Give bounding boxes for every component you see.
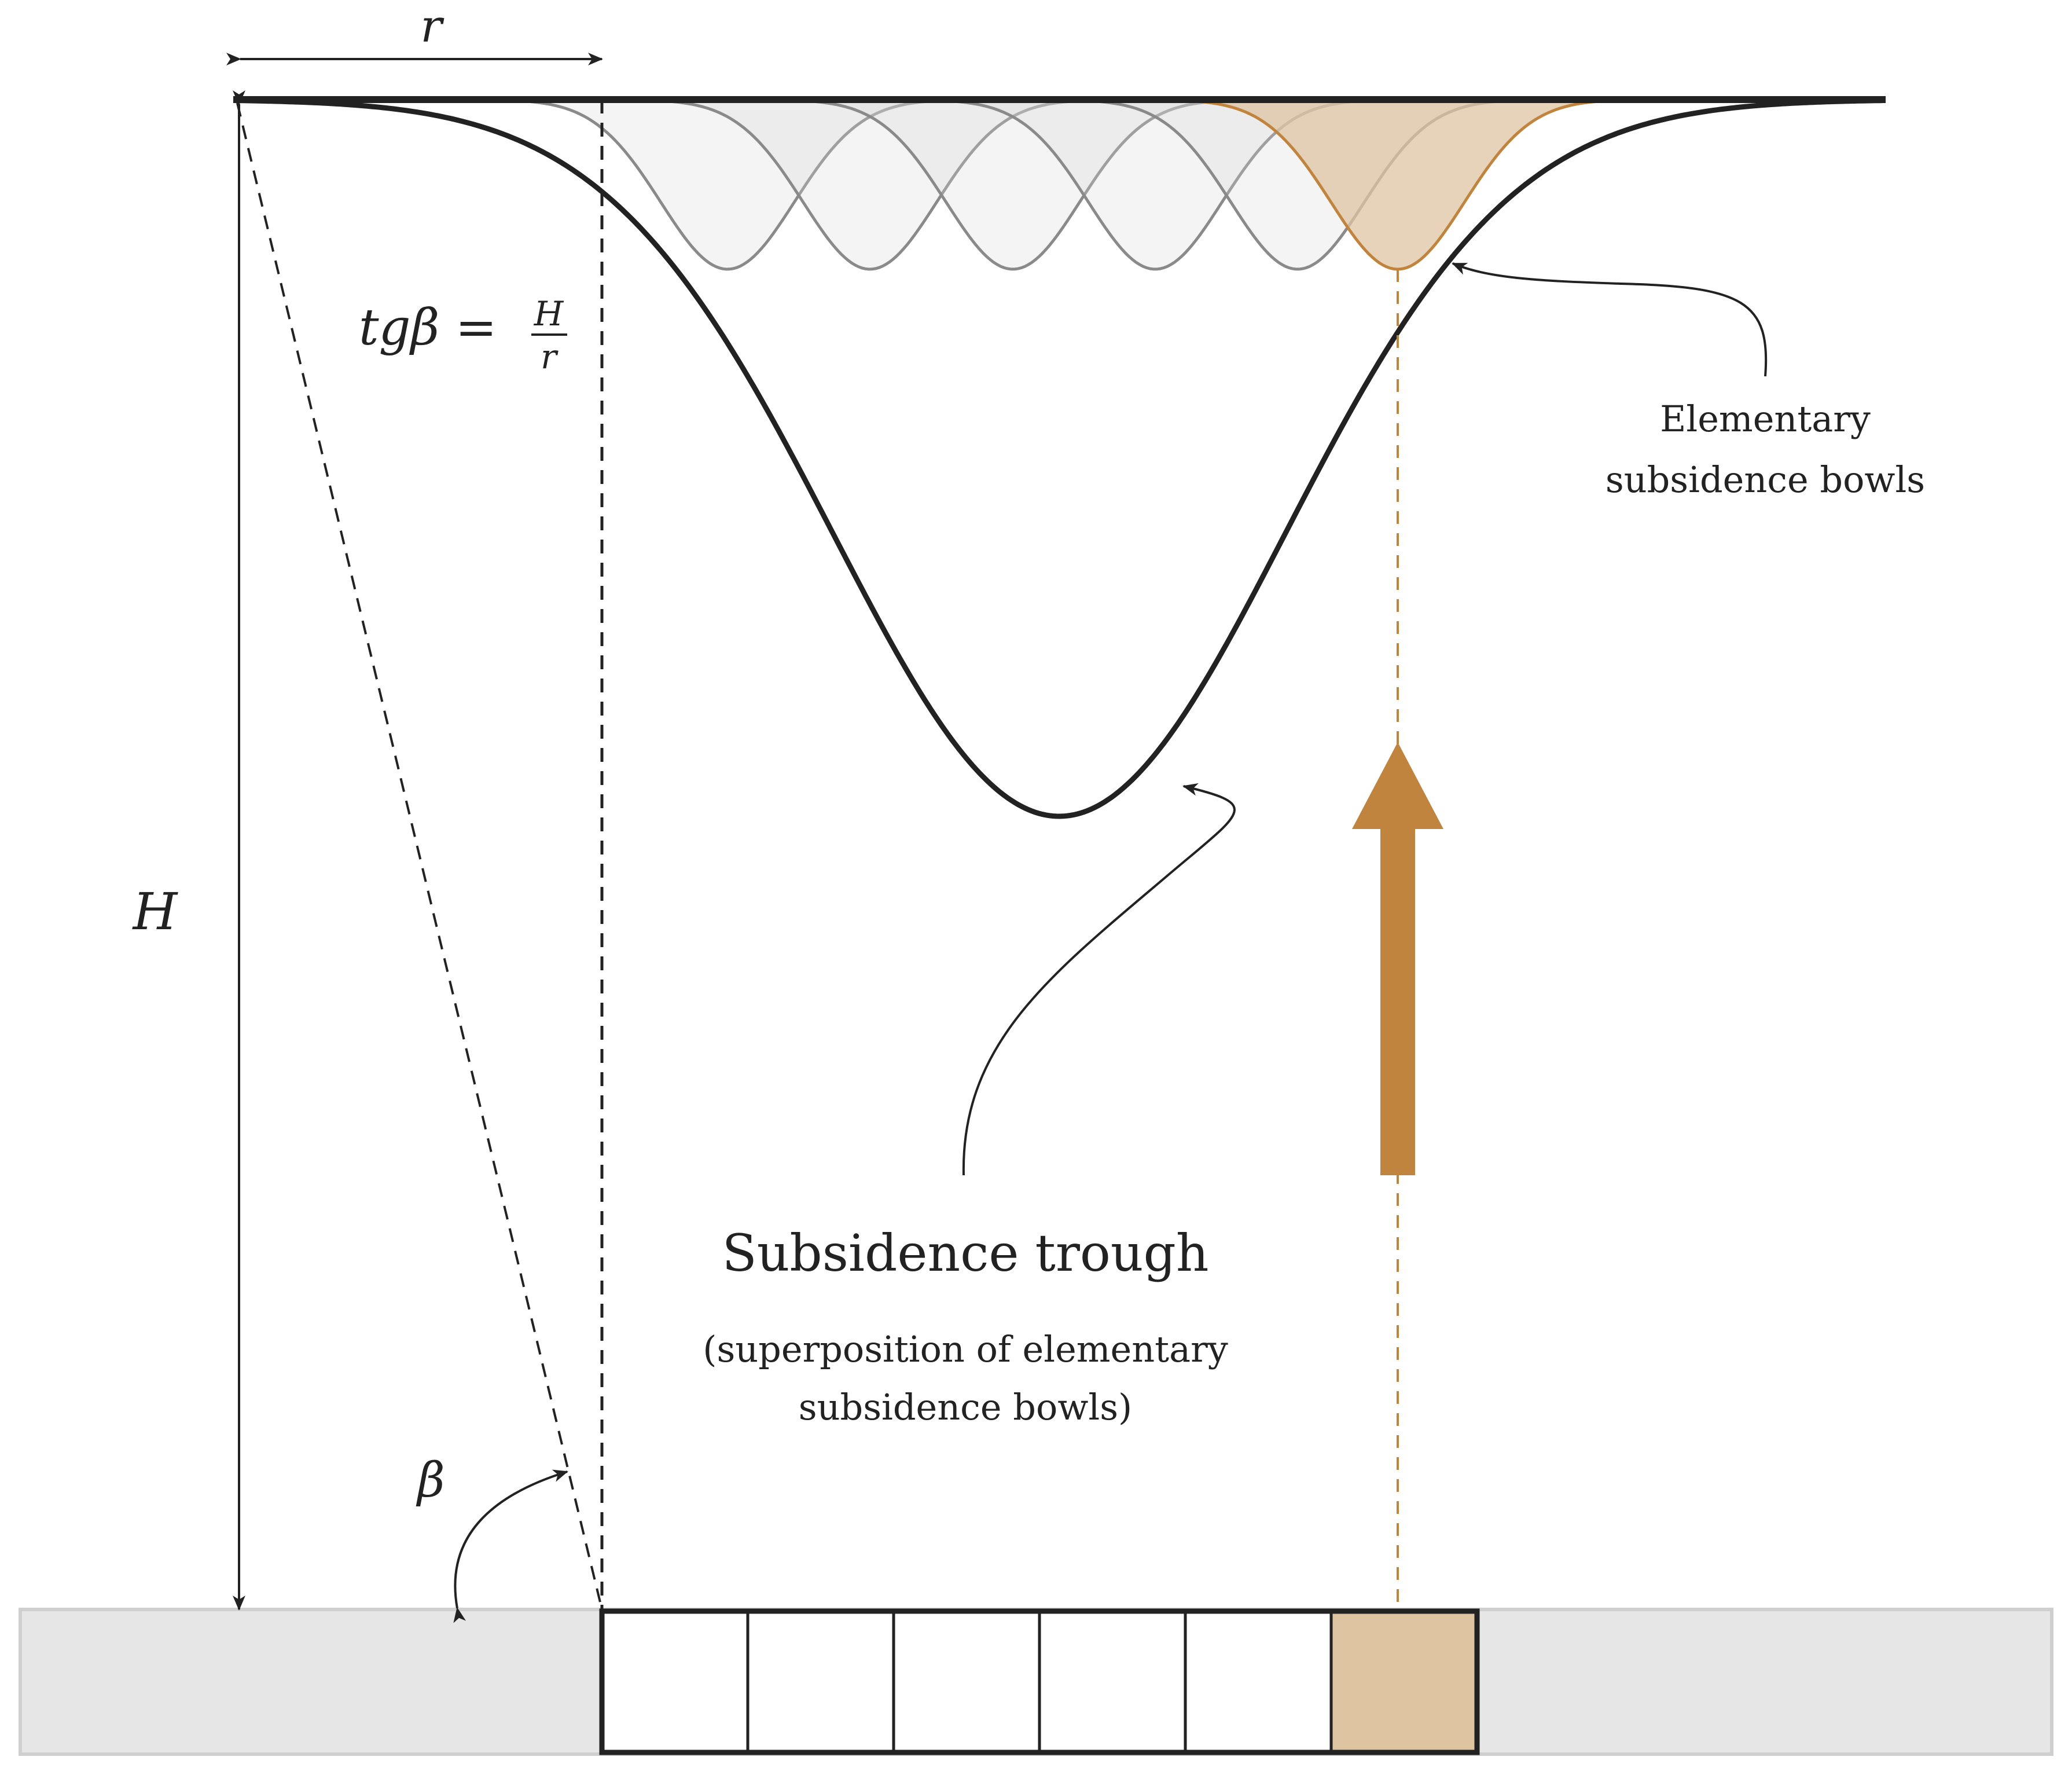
tangent-formula: tgβ = H r [359, 294, 567, 376]
panel-cell [892, 1609, 1041, 1754]
subsidence-trough-title: Subsidence trough [722, 1223, 1208, 1283]
panel-cell-highlighted [1329, 1609, 1479, 1754]
elementary-bowls-leader [1452, 262, 1768, 377]
subsidence-trough-subtitle-line2: subsidence bowls) [799, 1386, 1132, 1428]
panel-outline [599, 1608, 1480, 1755]
subsidence-trough-curve [233, 98, 1883, 819]
panel-cell [600, 1609, 750, 1754]
formula-numerator: H [534, 294, 564, 333]
h-label: H [132, 882, 179, 941]
panel-cell [746, 1609, 895, 1754]
subsidence-trough-leader [962, 783, 1236, 1176]
r-label: r [420, 1, 444, 53]
panel-cell [1038, 1609, 1187, 1754]
panel-cell [1184, 1609, 1333, 1754]
beta-label: β [416, 1453, 444, 1508]
beta-angle-arc [453, 1469, 568, 1623]
elementary-bowls-label-line2: subsidence bowls [1606, 459, 1925, 501]
formula-lhs: tgβ = [359, 299, 497, 357]
formula-denominator: r [541, 337, 559, 376]
elementary-bowls-label-line1: Elementary [1660, 398, 1871, 440]
upward-arrow-icon [1352, 742, 1443, 1175]
subsidence-trough-subtitle-line1: (superposition of elementary [703, 1328, 1228, 1370]
mining-panel [599, 1608, 1480, 1755]
influence-angle-dashed-line [236, 102, 603, 1610]
